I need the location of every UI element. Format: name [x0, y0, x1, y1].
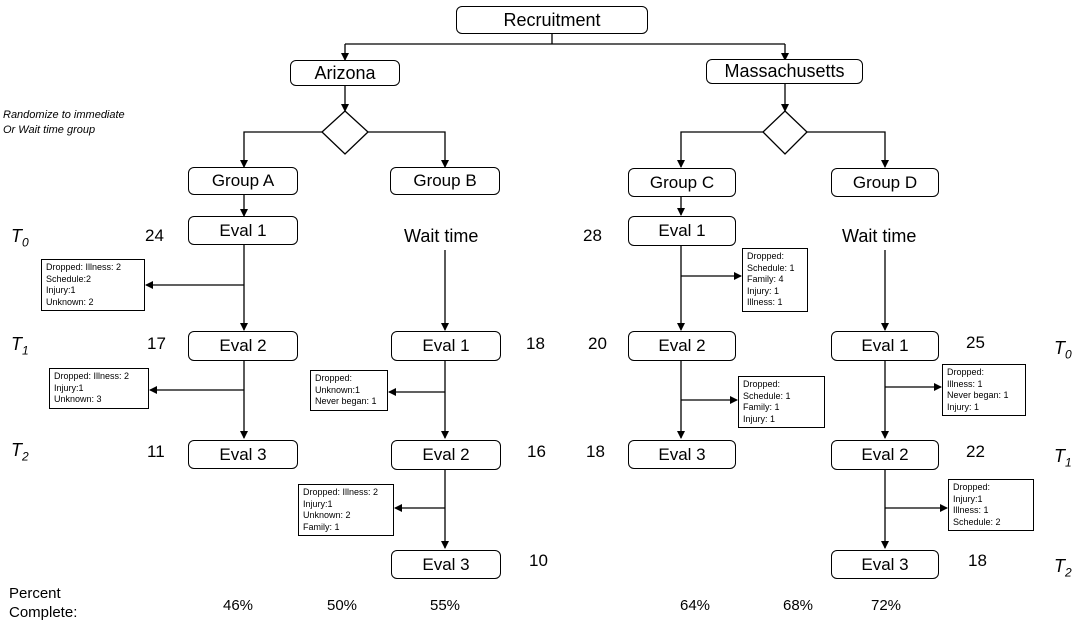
time-label-right-t2: T2	[1054, 556, 1072, 580]
percent-label-line1: Percent	[9, 585, 61, 602]
dropout-line: Unknown: 2	[303, 510, 351, 520]
group-d-node: Group D	[831, 168, 939, 197]
dropout-box-b1: Dropped: Unknown:1 Never began: 1	[310, 370, 388, 411]
count-b-t1: 18	[526, 334, 545, 353]
randomize-decision-diamond-massachusetts	[762, 110, 808, 155]
dropout-line: Never began: 1	[315, 396, 377, 406]
dropout-line: Dropped: Illness: 2	[54, 371, 130, 381]
group-b-node: Group B	[390, 167, 500, 195]
count-d-t2: 22	[966, 442, 985, 461]
dropout-box-c1: Dropped: Schedule: 1 Family: 4 Injury: 1…	[742, 248, 808, 312]
group-d-eval3-node: Eval 3	[831, 550, 939, 579]
count-c-t1: 20	[588, 334, 607, 353]
group-a-node: Group A	[188, 167, 298, 195]
count-b-t2: 16	[527, 442, 546, 461]
dropout-line: Injury:1	[953, 493, 983, 504]
group-a-eval3-node: Eval 3	[188, 440, 298, 469]
dropout-line: Schedule: 1	[747, 262, 795, 273]
dropout-line: Illness: 1	[953, 505, 989, 515]
count-a-t0: 24	[145, 226, 164, 245]
percent-value-5: 68%	[783, 597, 814, 614]
group-b-wait-time: Wait time	[404, 226, 479, 246]
dropout-line: Dropped:	[953, 482, 991, 492]
time-label-right-t0: T0	[1054, 338, 1072, 362]
dropout-line: Schedule:2	[46, 273, 92, 284]
time-label-left-t0: T0	[11, 226, 29, 250]
randomize-note: Randomize to immediate Or Wait time grou…	[3, 108, 125, 138]
group-c-eval2-node: Eval 2	[628, 331, 736, 361]
randomize-note-line1: Randomize to immediate	[3, 109, 125, 121]
count-d-t3: 18	[968, 551, 987, 570]
arizona-node: Arizona	[290, 60, 400, 86]
dropout-line: Family: 1	[743, 402, 780, 412]
group-d-wait-time: Wait time	[842, 226, 917, 246]
dropout-line: Injury: 1	[947, 401, 980, 412]
time-label-right-t1: T1	[1054, 446, 1072, 470]
dropout-line: Unknown:1	[315, 384, 361, 395]
count-a-t1: 17	[147, 334, 166, 353]
dropout-line: Injury: 1	[747, 285, 780, 296]
dropout-box-b2: Dropped: Illness: 2 Injury:1 Unknown: 2 …	[298, 484, 394, 536]
dropout-box-d2: Dropped: Injury:1 Illness: 1 Schedule: 2	[948, 479, 1034, 531]
percent-value-4: 64%	[680, 597, 711, 614]
percent-label-line2: Complete:	[9, 604, 78, 621]
percent-value-3: 55%	[430, 597, 461, 614]
randomize-decision-diamond-arizona	[321, 110, 369, 155]
group-c-eval3-node: Eval 3	[628, 440, 736, 469]
dropout-line: Dropped:	[747, 251, 785, 261]
dropout-line: Illness: 1	[747, 297, 783, 307]
dropout-line: Family: 1	[303, 521, 340, 532]
dropout-line: Illness: 1	[947, 378, 983, 389]
dropout-line: Unknown: 2	[46, 296, 94, 307]
dropout-box-c2: Dropped: Schedule: 1 Family: 1 Injury: 1	[738, 376, 825, 428]
time-label-left-t2: T2	[11, 440, 29, 464]
dropout-line: Dropped: Illness: 2	[46, 262, 122, 272]
dropout-line: Schedule: 1	[743, 390, 791, 401]
dropout-line: Never began: 1	[947, 390, 1009, 400]
percent-value-6: 72%	[871, 597, 902, 614]
dropout-line: Dropped:	[947, 367, 985, 377]
group-d-eval2-node: Eval 2	[831, 440, 939, 470]
group-d-eval1-node: Eval 1	[831, 331, 939, 361]
count-d-t1: 25	[966, 333, 985, 352]
dropout-box-d1: Dropped: Illness: 1 Never began: 1 Injur…	[942, 364, 1026, 416]
group-c-eval1-node: Eval 1	[628, 216, 736, 246]
count-a-t2: 11	[147, 442, 165, 461]
group-b-eval1-node: Eval 1	[391, 331, 501, 361]
time-label-left-t1: T1	[11, 334, 29, 358]
percent-value-2: 50%	[327, 597, 358, 614]
massachusetts-node: Massachusetts	[706, 59, 863, 84]
count-c-t0: 28	[583, 226, 602, 245]
dropout-line: Injury:1	[303, 498, 333, 509]
percent-value-1: 46%	[223, 597, 254, 614]
dropout-box-a2: Dropped: Illness: 2 Injury:1 Unknown: 3	[49, 368, 149, 409]
dropout-line: Family: 4	[747, 274, 784, 284]
percent-complete-label: Percent Complete:	[9, 584, 77, 622]
count-c-t2: 18	[586, 442, 605, 461]
group-a-eval1-node: Eval 1	[188, 216, 298, 245]
dropout-line: Dropped:	[743, 379, 781, 389]
dropout-line: Unknown: 3	[54, 394, 102, 404]
dropout-box-a1: Dropped: Illness: 2 Schedule:2 Injury:1 …	[41, 259, 145, 311]
group-a-eval2-node: Eval 2	[188, 331, 298, 361]
dropout-line: Injury:1	[46, 285, 76, 295]
randomize-note-line2: Or Wait time group	[3, 124, 96, 136]
group-c-node: Group C	[628, 168, 736, 197]
group-b-eval3-node: Eval 3	[391, 550, 501, 579]
count-b-t3: 10	[529, 551, 548, 570]
dropout-line: Schedule: 2	[953, 516, 1001, 527]
dropout-line: Dropped:	[315, 373, 353, 383]
recruitment-node: Recruitment	[456, 6, 648, 34]
group-b-eval2-node: Eval 2	[391, 440, 501, 470]
dropout-line: Injury:1	[54, 382, 84, 393]
dropout-line: Injury: 1	[743, 413, 776, 424]
dropout-line: Dropped: Illness: 2	[303, 487, 379, 497]
